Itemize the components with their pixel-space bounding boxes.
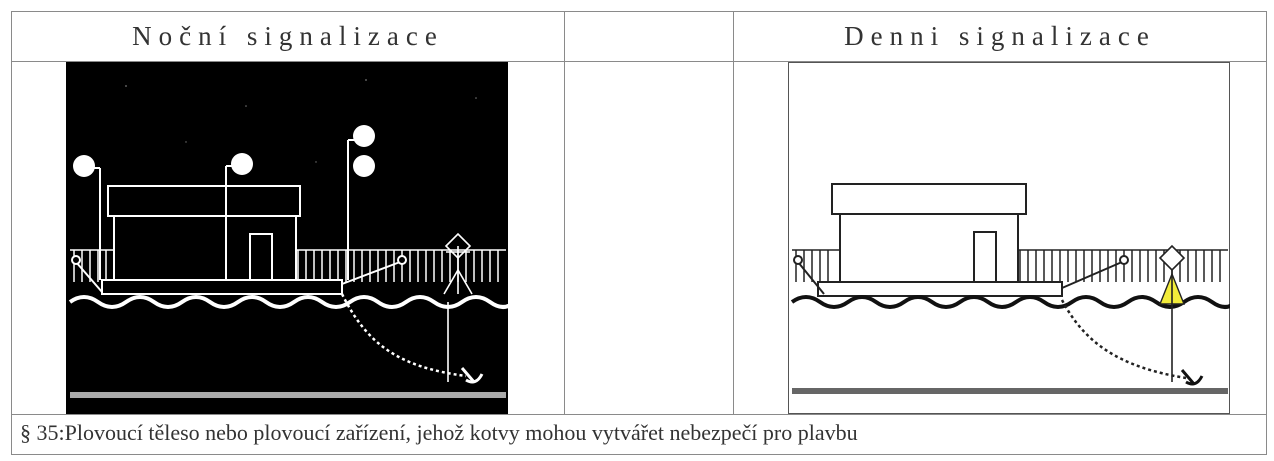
day-signal-figure xyxy=(788,62,1230,414)
light-left-icon xyxy=(73,155,95,177)
light-top-icon xyxy=(353,125,375,147)
light-lower-icon xyxy=(353,155,375,177)
header-day-signals: Denni signalizace xyxy=(844,20,1156,51)
column-divider-1 xyxy=(564,11,565,415)
pontoon-hull xyxy=(101,185,343,295)
night-lights xyxy=(73,125,375,177)
night-signal-figure xyxy=(66,62,508,414)
header-middle xyxy=(565,12,733,60)
buoy-light-icon xyxy=(443,232,473,382)
paragraph-caption: § 35:Plovoucí těleso nebo plovoucí zaříz… xyxy=(20,420,858,445)
water-waves xyxy=(790,295,1230,309)
riverbed xyxy=(70,392,506,398)
stars xyxy=(125,79,477,163)
yellow-cone-buoy-icon xyxy=(1158,244,1186,382)
riverbed xyxy=(792,388,1228,394)
header-divider xyxy=(11,61,1267,62)
mooring-lines xyxy=(71,255,407,293)
caption-divider xyxy=(11,414,1267,415)
anchor-icon xyxy=(460,367,484,384)
water-waves xyxy=(68,295,508,309)
anchor-icon xyxy=(1180,369,1204,386)
pontoon-hull xyxy=(817,183,1063,297)
mooring-lines xyxy=(793,255,1129,295)
header-night-signals: Noční signalizace xyxy=(132,20,444,51)
column-divider-2 xyxy=(733,11,734,415)
anchor-chain xyxy=(340,293,467,378)
light-middle-icon xyxy=(231,153,253,175)
anchor-chain xyxy=(1060,299,1187,380)
signal-table xyxy=(11,11,1267,455)
